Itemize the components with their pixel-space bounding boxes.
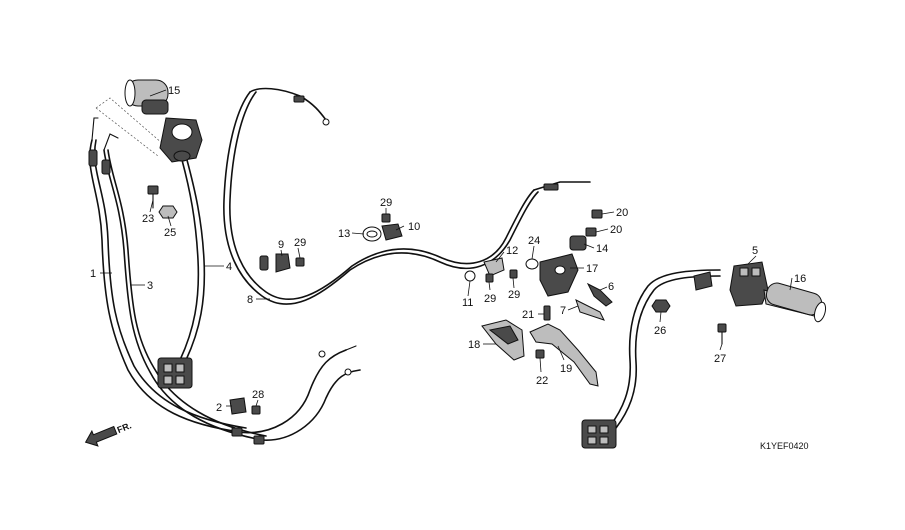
callout-3: 3 [147,280,153,292]
callout-7: 7 [560,305,566,317]
callout-21: 21 [522,309,534,321]
switch-14 [569,235,587,251]
callout-10: 10 [408,221,420,233]
callout-29-a: 29 [294,237,306,249]
callout-22: 22 [536,375,548,387]
bolt-20-b [585,227,597,237]
callout-29-b: 29 [380,197,392,209]
callout-labels: 1 2 3 4 5 6 7 8 9 10 11 13 14 15 16 17 1… [90,85,806,414]
washer-24 [525,258,539,270]
callout-17: 17 [586,263,598,275]
grip-16 [763,282,827,323]
callout-8: 8 [247,294,253,306]
callout-29-d: 29 [508,289,520,301]
cable-pair-2 [231,345,361,445]
callout-1: 1 [90,268,96,280]
callout-20-b: 20 [610,224,622,236]
switch-cable [581,269,721,449]
throttle-housing [159,117,203,163]
switch-housing-5 [729,261,769,307]
bolt-23 [147,185,159,209]
leader-lines [100,89,793,407]
cover-18 [481,319,525,361]
bolt-29-d [509,269,518,279]
callout-19: 19 [560,363,572,375]
bracket-9 [275,253,291,273]
bolt-29-c [485,273,494,283]
connector-4 [157,357,193,389]
callout-15: 15 [168,85,180,97]
callout-6: 6 [608,281,614,293]
clamp-2 [229,397,247,415]
ring-13 [362,226,382,242]
bolt-20-a [591,209,603,219]
callout-26: 26 [654,325,666,337]
bolt-29-a [295,257,305,267]
throttle-cable-1 [88,117,247,433]
callout-11: 11 [462,297,473,309]
callout-24: 24 [528,235,540,247]
switch-connector [581,419,617,449]
throttle-cable-3 [101,133,267,441]
throttle-grip-15 [124,79,169,115]
nut-25 [158,205,178,219]
cable-8 [223,87,591,305]
lever-7 [575,299,605,321]
nut-11 [464,270,476,282]
callout-9: 9 [278,239,284,251]
callout-5: 5 [752,245,758,257]
pin-21 [543,305,551,321]
callout-25: 25 [164,227,176,239]
clutch-lever-19 [529,323,599,387]
callout-13: 13 [338,228,350,240]
callout-23: 23 [142,213,154,225]
pivot-22 [535,349,545,359]
bolt-28 [251,405,261,415]
callout-28: 28 [252,389,264,401]
nut-26 [651,299,671,313]
callout-27: 27 [714,353,726,365]
bolt-29-b [381,213,391,223]
lever-bracket-17 [539,253,579,297]
callout-14: 14 [596,243,608,255]
front-direction-arrow: FR. [84,420,133,447]
callout-16: 16 [794,273,806,285]
bracket-12 [483,257,505,277]
callout-29-c: 29 [484,293,496,305]
cable-end-6 [586,282,613,307]
callout-18: 18 [468,339,480,351]
assembly-guide [95,107,159,157]
callout-12: 12 [506,245,518,257]
direction-label: FR. [116,420,133,435]
callout-2: 2 [216,402,222,414]
cable-4 [157,159,206,389]
grommet-10 [381,223,403,241]
bolt-27 [717,323,727,345]
drawing-code: K1YEF0420 [760,441,809,451]
callout-4: 4 [226,261,232,273]
callout-20-a: 20 [616,207,628,219]
